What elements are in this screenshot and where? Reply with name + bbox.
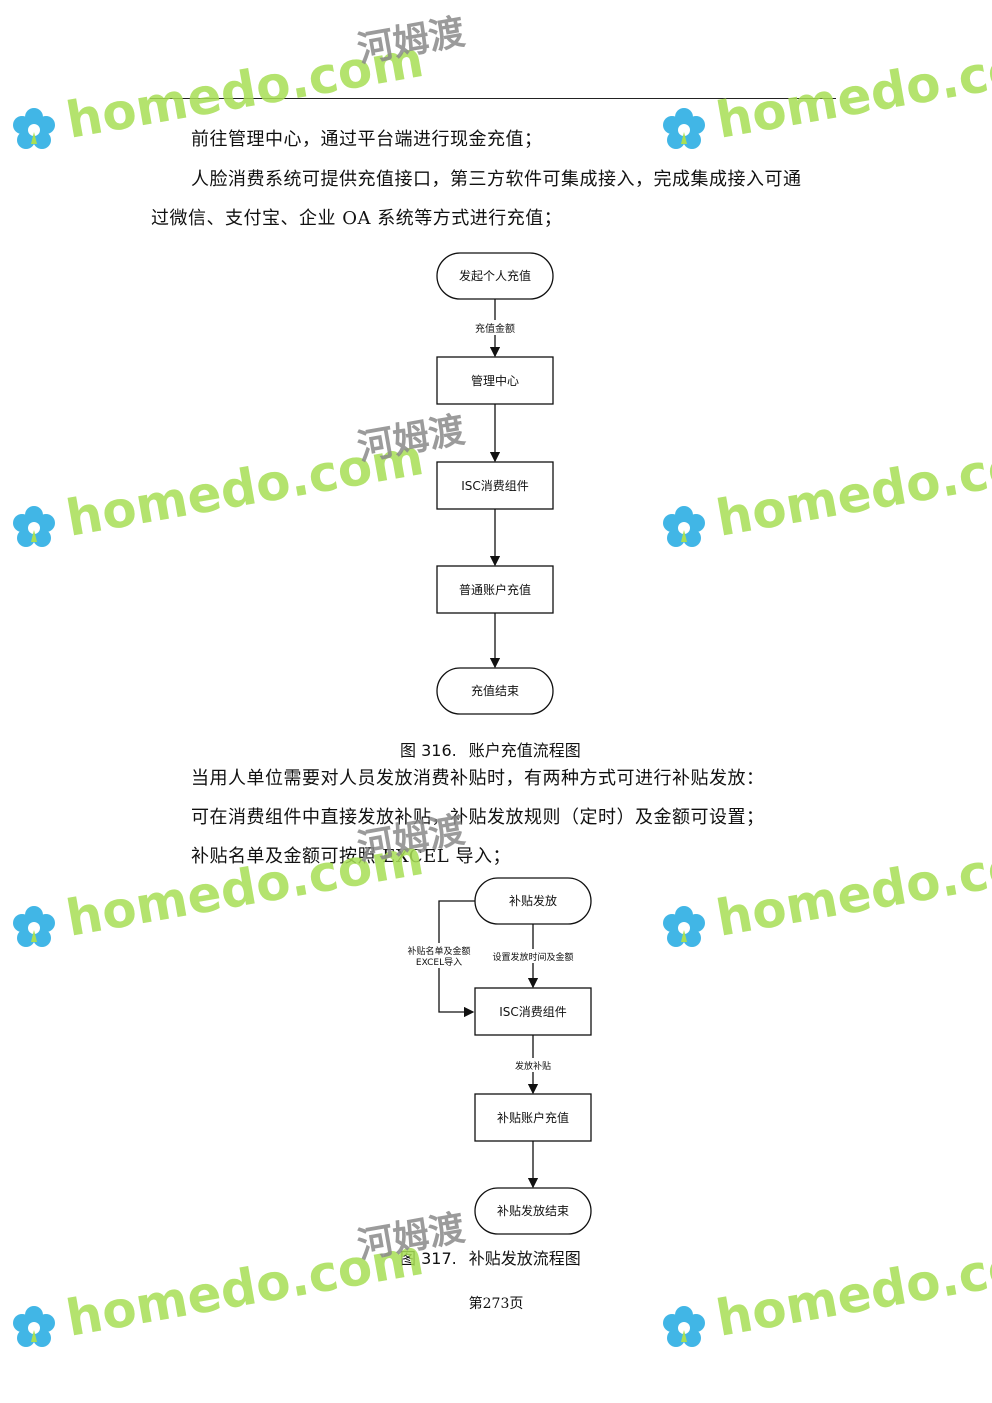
node-recharge-end: [436, 667, 554, 715]
node-management-center: [436, 356, 554, 405]
edge-label-bg: [466, 320, 524, 335]
figure-316-title: 账户充值流程图: [468, 741, 581, 760]
node-normal-account-recharge: [436, 565, 554, 614]
node-isc-consume-label: ISC消费组件: [461, 479, 529, 493]
node-management-center-label: 管理中心: [471, 373, 519, 388]
edge-label-import-line2: EXCEL导入: [416, 957, 462, 968]
node-subsidy-isc: [474, 987, 592, 1036]
node-subsidy-account-recharge: [474, 1093, 592, 1142]
edge-label-bg: [400, 943, 476, 968]
figure-317-number: 图 317.: [400, 1249, 457, 1268]
figure-316-number: 图 316.: [400, 741, 457, 760]
paragraph-subsidy-intro: 当用人单位需要对人员发放消费补贴时，有两种方式可进行补贴发放：: [191, 768, 765, 789]
node-start-recharge-label: 发起个人充值: [459, 268, 531, 283]
node-subsidy-account-recharge-label: 补贴账户充值: [497, 1110, 569, 1125]
edge-label-bg: [487, 949, 579, 963]
node-subsidy-end-label: 补贴发放结束: [497, 1203, 569, 1218]
edge-label-amount: 充值金额: [475, 322, 515, 335]
node-normal-account-recharge-label: 普通账户充值: [459, 582, 531, 597]
node-subsidy-start-label: 补贴发放: [509, 893, 557, 908]
edge-label-import-line1: 补贴名单及金额: [407, 945, 470, 957]
header-rule: [150, 98, 836, 99]
paragraph-interface-line2: 过微信、支付宝、企业 OA 系统等方式进行充值；: [151, 208, 563, 229]
figure-317-caption: 图 317. 补贴发放流程图: [400, 1245, 581, 1269]
node-subsidy-isc-label: ISC消费组件: [499, 1005, 567, 1019]
paragraph-subsidy-direct: 可在消费组件中直接发放补贴，补贴发放规则（定时）及金额可设置；: [191, 807, 765, 828]
edge-label-issue: 发放补贴: [515, 1060, 551, 1072]
figure-317-title: 补贴发放流程图: [468, 1249, 581, 1268]
figure-316-caption: 图 316. 账户充值流程图: [400, 737, 581, 761]
paragraph-interface-line1: 人脸消费系统可提供充值接口，第三方软件可集成接入，完成集成接入可通: [191, 169, 802, 190]
paragraph-cash-recharge: 前往管理中心，通过平台端进行现金充值；: [191, 129, 543, 150]
node-recharge-end-label: 充值结束: [471, 683, 519, 698]
page-number: 第273页: [468, 1296, 524, 1312]
node-subsidy-end: [474, 1187, 592, 1235]
edge-label-bg: [510, 1058, 556, 1072]
paragraph-subsidy-excel: 补贴名单及金额可按照 EXCEL 导入；: [191, 846, 511, 867]
edge-label-set-time: 设置发放时间及金额: [492, 951, 573, 963]
node-isc-consume: [436, 461, 554, 510]
